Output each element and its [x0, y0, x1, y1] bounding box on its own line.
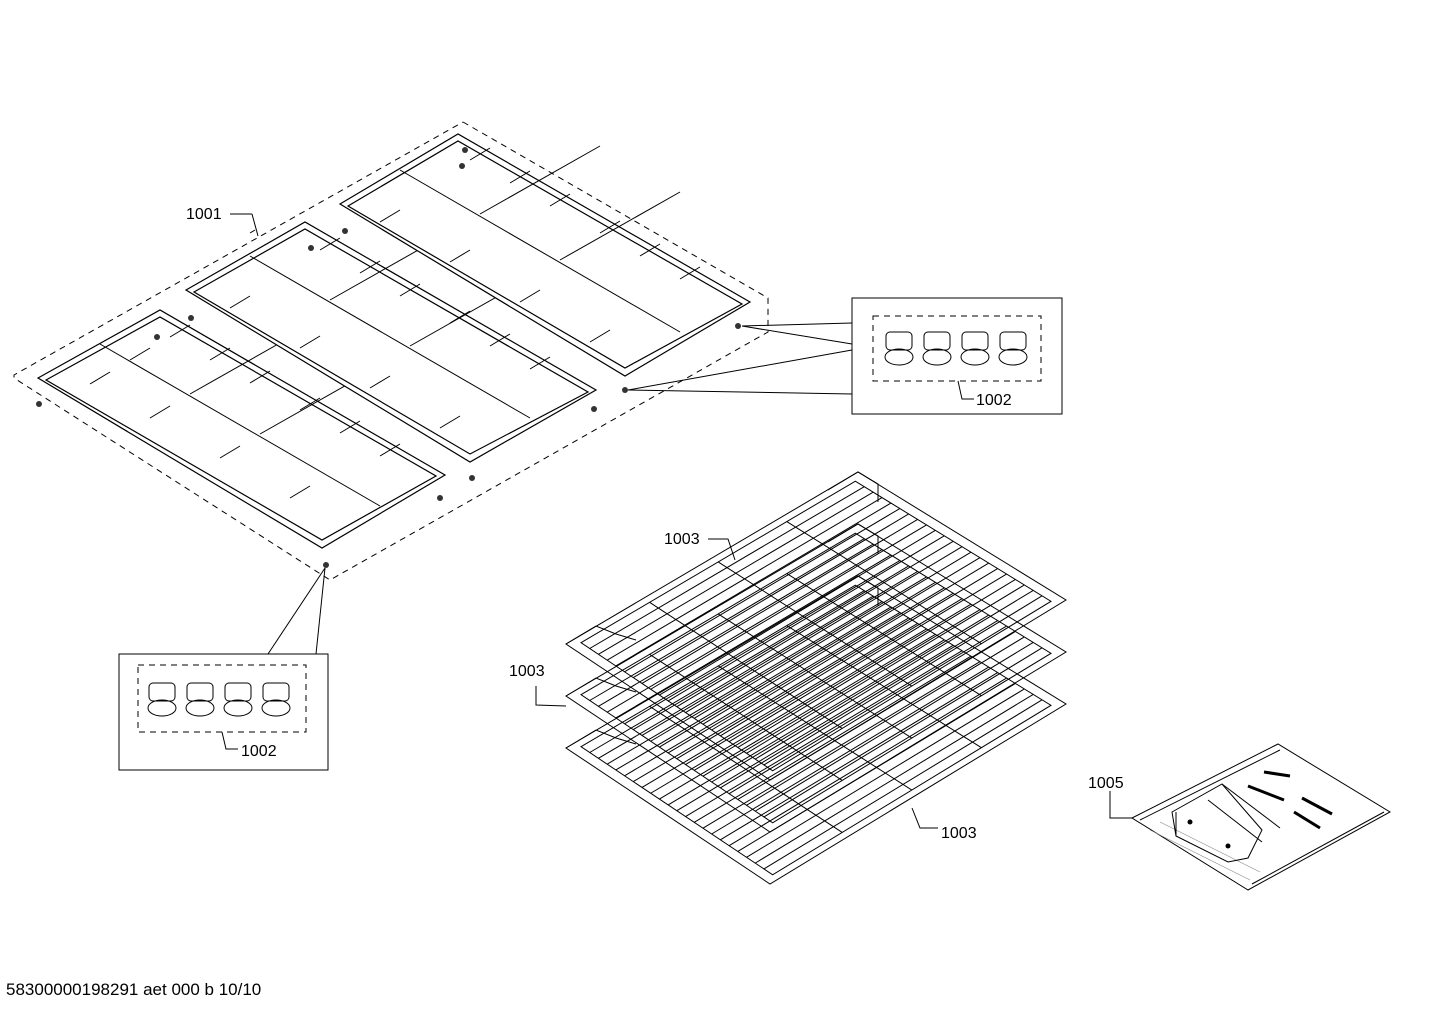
leader-1001-b [251, 213, 259, 237]
label-1002-left: 1002 [241, 743, 277, 760]
mounting-kit-bag [1109, 743, 1391, 891]
leader-1003-mid [535, 686, 567, 707]
wire-rack [565, 471, 1067, 781]
leader-1003-bottom [911, 807, 938, 829]
rubber-feet-box-right: 1002 [627, 297, 1063, 415]
label-1005: 1005 [1088, 775, 1124, 792]
wire-racks [565, 471, 1067, 885]
pan-support-grate-right [338, 133, 752, 393]
rubber-foot-icon [998, 331, 1028, 366]
label-1003-mid: 1003 [509, 663, 545, 680]
rubber-foot-icon [147, 682, 177, 717]
label-1002-right: 1002 [976, 392, 1012, 409]
leader-1003-top [708, 538, 736, 561]
bracket-icon [1171, 783, 1281, 863]
pan-support-grate-left [36, 309, 447, 568]
rubber-foot-icon [261, 682, 291, 717]
document-footer-code: 58300000198291 aet 000 b 10/10 [6, 980, 262, 999]
rubber-foot-icon [223, 682, 253, 717]
rubber-foot-icon [185, 682, 215, 717]
wire-rack [565, 575, 1067, 885]
hob-outline-dashed [13, 121, 769, 581]
rubber-foot-icon [922, 331, 952, 366]
screw-icon [1247, 770, 1333, 830]
rubber-feet-box-left: 1002 [118, 567, 329, 771]
pan-support-grate-middle [184, 221, 598, 481]
wire-rack [565, 523, 1067, 833]
label-1003-top: 1003 [664, 531, 700, 548]
label-1001: 1001 [186, 206, 222, 223]
label-1003-bottom: 1003 [941, 825, 977, 842]
rubber-foot-icon [960, 331, 990, 366]
rubber-foot-icon [884, 331, 914, 366]
